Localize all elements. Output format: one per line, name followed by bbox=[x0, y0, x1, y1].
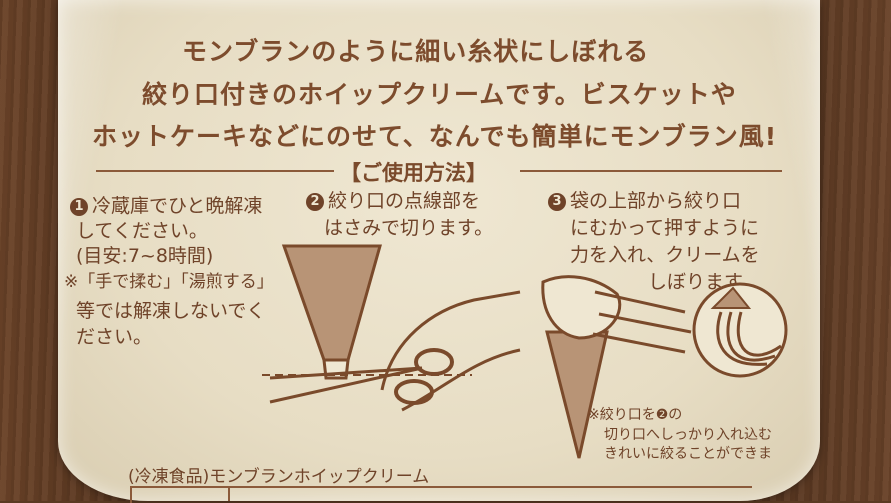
section-rule-right bbox=[520, 170, 782, 172]
intro-line-3: ホットケーキなどにのせて、なんでも簡単にモンブラン風! bbox=[92, 122, 778, 151]
step-1-line-3: (目安:7~8時間) bbox=[76, 245, 214, 267]
nutrition-table-divider bbox=[228, 486, 230, 501]
nutrition-table-edge bbox=[130, 486, 752, 503]
step-1-note-3: ださい。 bbox=[76, 326, 153, 348]
step-3-line-2: にむかって押すように bbox=[570, 217, 760, 239]
step-1-line-2: してください。 bbox=[76, 220, 208, 242]
step-3-note-3: きれいに絞ることができま bbox=[604, 446, 772, 462]
section-rule-left bbox=[96, 170, 334, 172]
step-3-note-1: ※絞り口を❷の bbox=[588, 407, 683, 423]
step-3-line-3: 力を入れ、クリームを bbox=[570, 244, 760, 266]
product-package bbox=[58, 0, 820, 501]
section-title: 【ご使用方法】 bbox=[340, 161, 487, 185]
step-3-number: 3 bbox=[548, 193, 566, 211]
step-1-note-2: 等では解凍しないでく bbox=[76, 300, 266, 322]
step-3-note-2: 切り口へしっかり入れ込む bbox=[604, 427, 772, 443]
step-1-note-1: ※「手で揉む」「湯煎する」 bbox=[64, 272, 274, 292]
intro-line-1: モンブランのように細い糸状にしぼれる bbox=[182, 37, 650, 66]
step-1-number: 1 bbox=[70, 198, 88, 216]
step-3-illustration bbox=[541, 275, 788, 459]
product-label: (冷凍食品)モンブランホイップクリーム bbox=[128, 467, 430, 487]
intro-line-2: 絞り口付きのホイップクリームです。ビスケットや bbox=[142, 80, 737, 109]
step-2-number: 2 bbox=[306, 193, 324, 211]
step-2-illustration bbox=[262, 244, 521, 412]
step-2-line-2: はさみで切ります。 bbox=[324, 217, 494, 239]
